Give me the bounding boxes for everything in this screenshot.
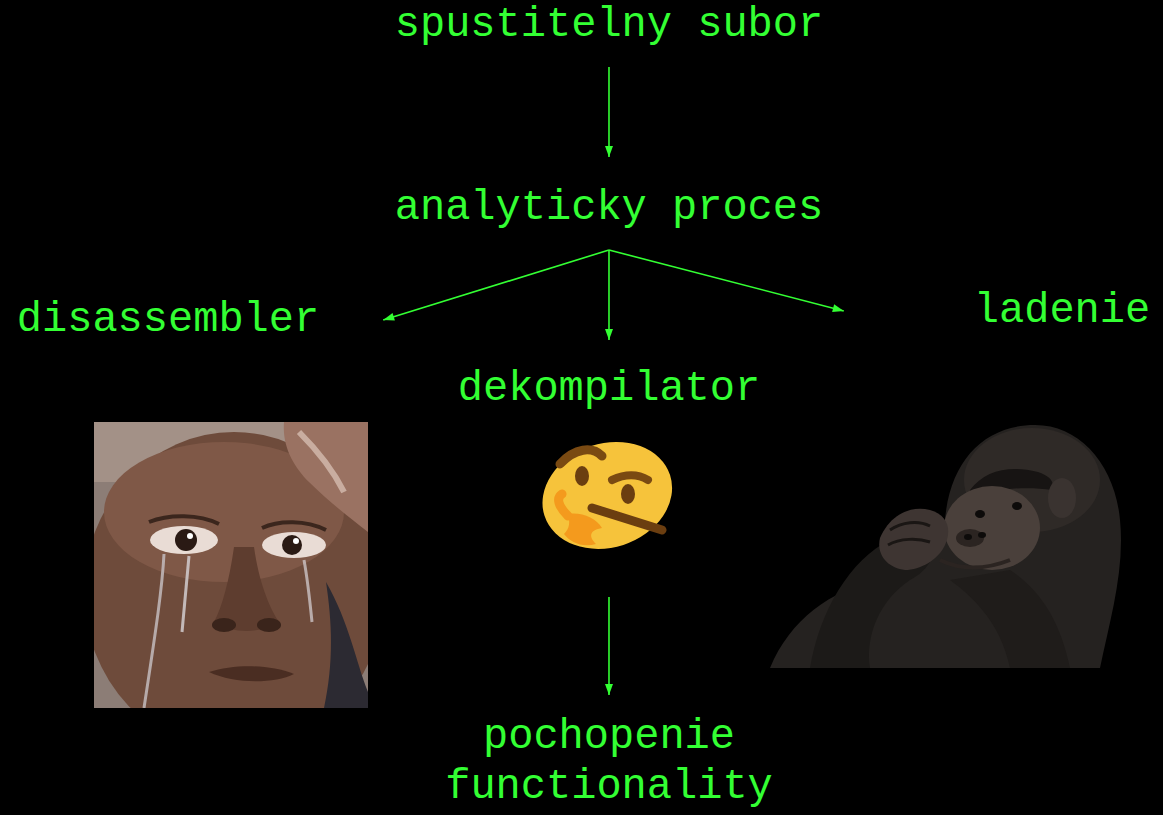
illustration-part bbox=[262, 522, 326, 530]
illustration-part bbox=[150, 526, 218, 554]
flow-node: dekompilator bbox=[454, 366, 764, 556]
arrow-line bbox=[608, 67, 610, 157]
illustration-part bbox=[879, 509, 948, 570]
flow-arrow bbox=[609, 250, 844, 312]
node-label: dekompilator bbox=[458, 366, 760, 412]
illustration-part bbox=[282, 535, 302, 555]
illustration-part bbox=[975, 510, 985, 518]
flow-node: pochopenie functionality bbox=[429, 712, 789, 812]
illustration-part bbox=[888, 539, 930, 545]
illustration-part bbox=[284, 422, 368, 532]
illustration-part bbox=[304, 560, 312, 622]
arrow-line bbox=[383, 250, 609, 320]
illustration-part bbox=[770, 425, 1121, 668]
illustration-part bbox=[257, 618, 281, 632]
gorilla-picture bbox=[770, 420, 1125, 668]
illustration-part bbox=[612, 476, 648, 481]
illustration-part bbox=[324, 582, 368, 708]
illustration-part bbox=[559, 494, 568, 516]
illustration-part bbox=[293, 538, 299, 544]
node-label: ladenie bbox=[974, 288, 1150, 334]
arrow-head bbox=[605, 684, 613, 695]
arrow-line bbox=[608, 597, 610, 695]
arrow-head bbox=[605, 329, 613, 340]
illustration-part bbox=[530, 436, 682, 560]
arrow-head bbox=[832, 304, 844, 312]
illustration-part bbox=[212, 618, 236, 632]
illustration-part bbox=[299, 432, 344, 492]
thinking-emoji bbox=[530, 436, 682, 560]
illustration-part bbox=[144, 554, 164, 708]
flow-arrow bbox=[605, 250, 613, 340]
flow-arrow bbox=[605, 67, 613, 157]
illustration-part bbox=[1012, 502, 1022, 510]
illustration-part bbox=[978, 532, 986, 538]
flow-node: spustitelny subor bbox=[391, 2, 827, 48]
illustration-part bbox=[262, 532, 326, 558]
illustration-part bbox=[956, 529, 984, 547]
illustration-part bbox=[890, 523, 930, 530]
node-label: spustitelny subor bbox=[395, 2, 823, 48]
illustration-part bbox=[175, 529, 197, 551]
illustration-part bbox=[1048, 478, 1076, 518]
illustration-part bbox=[530, 436, 682, 560]
node-label: pochopenie functionality bbox=[433, 712, 785, 812]
node-label: disassembler bbox=[17, 297, 319, 343]
flow-node: ladenie bbox=[970, 288, 1154, 334]
crying-face-picture bbox=[94, 422, 368, 708]
arrow-head bbox=[383, 313, 395, 321]
illustration-part bbox=[149, 516, 219, 524]
illustration-part bbox=[940, 560, 1010, 568]
illustration-part bbox=[187, 533, 193, 539]
arrow-head bbox=[605, 146, 613, 157]
node-label: analyticky proces bbox=[395, 185, 823, 231]
arrow-line bbox=[609, 250, 844, 311]
flow-node: analyticky proces bbox=[391, 185, 827, 231]
illustration-part bbox=[182, 556, 189, 632]
flow-arrow bbox=[605, 597, 613, 695]
illustration-part bbox=[575, 466, 589, 486]
illustration-part bbox=[592, 508, 662, 530]
illustration-part bbox=[621, 484, 635, 504]
illustration-part bbox=[964, 534, 972, 540]
illustration-part bbox=[950, 570, 1070, 668]
illustration-part bbox=[209, 666, 294, 681]
illustration-part bbox=[560, 450, 602, 464]
flow-arrow bbox=[383, 250, 609, 321]
arrow-line bbox=[608, 250, 610, 340]
illustration-part bbox=[944, 486, 1040, 570]
flow-node: disassembler bbox=[13, 297, 323, 343]
